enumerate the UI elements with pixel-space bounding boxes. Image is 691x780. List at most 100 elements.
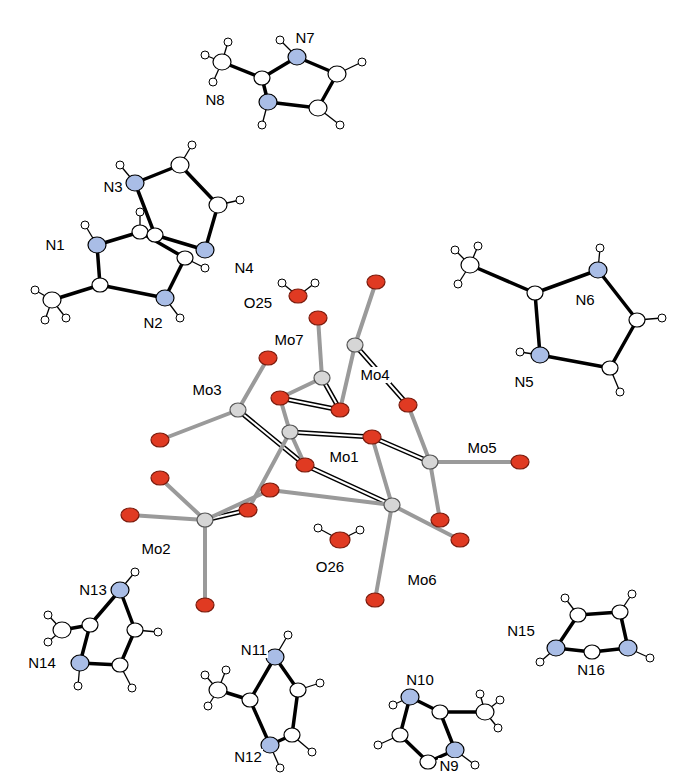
atom-label: N1 xyxy=(44,237,65,253)
carbon-atom xyxy=(461,257,479,273)
nitrogen-atom xyxy=(88,237,106,253)
oxygen-atom xyxy=(121,275,529,612)
atom-label: N2 xyxy=(142,315,163,331)
atom-label: N5 xyxy=(513,374,534,390)
oxygen-atom xyxy=(151,471,169,485)
carbon-atom xyxy=(53,622,71,638)
hydrogen-atom xyxy=(284,631,292,639)
cation-ring xyxy=(97,232,185,298)
atom-label: Mo4 xyxy=(359,367,390,383)
mo-o-bond xyxy=(392,505,460,540)
hydrogen-atom xyxy=(316,679,324,687)
carbon-atom xyxy=(629,313,645,327)
atom-label: N9 xyxy=(438,758,459,774)
carbon-atom xyxy=(112,658,128,672)
carbon-atom xyxy=(612,605,628,619)
mo-o-bond xyxy=(372,437,392,505)
molybdenum-atom xyxy=(197,513,213,527)
molybdenum-atom xyxy=(384,498,400,512)
carbon-atom xyxy=(242,693,258,707)
atom-label: Mo7 xyxy=(273,332,304,348)
hydrogen-atom xyxy=(278,279,286,287)
cation-ring xyxy=(80,590,135,665)
hydrogen-atom xyxy=(81,221,89,229)
nitrogen-atom xyxy=(71,49,637,758)
nitrogen-atom xyxy=(156,290,174,306)
oxygen-atom xyxy=(271,391,289,405)
oxygen-atom xyxy=(259,351,277,365)
hydrogen-atom xyxy=(314,524,322,532)
hydrogen-atom xyxy=(311,279,319,287)
atom-label: N3 xyxy=(102,179,123,195)
atom-label: Mo3 xyxy=(191,382,222,398)
hydrogen-atom xyxy=(74,682,82,690)
mo-o-bond xyxy=(430,462,440,520)
nitrogen-atom xyxy=(266,649,284,665)
hydrogen-atom xyxy=(201,264,209,272)
mo-o-bond xyxy=(430,460,520,464)
mo-o-bond xyxy=(375,505,392,600)
molybdenum-atom xyxy=(347,338,363,352)
carbon-atom xyxy=(602,361,618,375)
carbon-atom xyxy=(147,228,163,242)
polyhedron-edge xyxy=(238,410,305,465)
hydrogen-atom xyxy=(374,741,382,749)
polyhedron-edge xyxy=(355,345,408,405)
hydrogen-atom xyxy=(658,314,666,322)
hydrogen-atom xyxy=(131,568,139,576)
molybdenum-atom xyxy=(230,403,246,417)
mo-o-bond xyxy=(340,345,355,410)
hydrogen-atom xyxy=(451,246,459,254)
mo-o-bond xyxy=(205,490,270,520)
hydrogen-atom xyxy=(31,286,39,294)
mo-o-bond xyxy=(160,478,205,520)
carbon-atom xyxy=(254,71,270,85)
carbon-atom xyxy=(570,608,586,622)
carbon-atom xyxy=(43,54,645,769)
hydrogen-atom xyxy=(471,761,479,769)
hydrogen-atom xyxy=(224,38,232,46)
cation-ring xyxy=(535,270,637,368)
hydrogen-atom xyxy=(209,78,217,86)
nitrogen-atom xyxy=(259,94,277,110)
oxygen-atom xyxy=(261,483,279,497)
hydrogen-atom xyxy=(494,724,502,732)
oxygen-atom xyxy=(331,403,349,417)
carbon-atom xyxy=(209,197,227,213)
carbon-atom xyxy=(290,683,306,697)
hydrogen-atom xyxy=(154,628,162,636)
molybdenum-atom xyxy=(197,338,438,527)
polyhedron-edge xyxy=(205,345,430,520)
mo-o-bond xyxy=(130,282,520,605)
polyhedron-edge xyxy=(355,345,408,405)
hydrogen-atom xyxy=(496,696,504,704)
oxygen-atom xyxy=(367,275,385,289)
mo-o-bond xyxy=(238,358,268,410)
hydrogen-atom xyxy=(389,701,397,709)
nitrogen-atom xyxy=(547,640,565,656)
oxygen-atom xyxy=(239,503,257,517)
molybdenum-atom xyxy=(422,455,438,469)
polyhedron-edge xyxy=(290,432,372,437)
atom-label: N15 xyxy=(506,623,536,639)
atom-label: Mo6 xyxy=(406,572,437,588)
hydrogen-atom xyxy=(616,388,624,396)
hydrogen-atom xyxy=(356,526,364,534)
oxygen-atom xyxy=(366,593,384,607)
polyhedron-edge xyxy=(205,345,430,520)
carbon-atom xyxy=(209,682,227,698)
nitrogen-atom xyxy=(619,640,637,656)
nitrogen-atom xyxy=(446,742,464,758)
oxygen-atom xyxy=(431,513,449,527)
atom-label: Mo5 xyxy=(466,440,497,456)
atom-label: N10 xyxy=(405,672,435,688)
nitrogen-atom xyxy=(401,689,419,705)
atom-label: Mo1 xyxy=(328,449,359,465)
carbon-atom xyxy=(309,100,327,116)
nitrogen-atom xyxy=(531,347,549,363)
hydrogen-atom xyxy=(454,280,462,288)
oxygen-atom xyxy=(363,430,381,444)
nitrogen-atom xyxy=(196,242,214,258)
hydrogen-atom xyxy=(358,58,366,66)
